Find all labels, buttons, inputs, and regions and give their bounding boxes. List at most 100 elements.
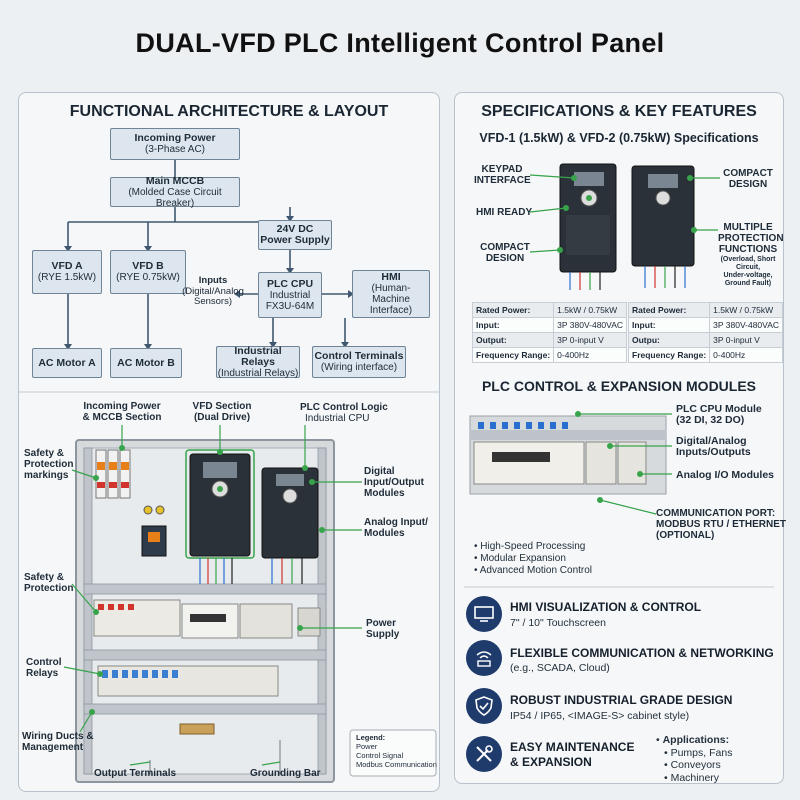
spec-value: 0-400Hz <box>709 347 784 363</box>
motor-b-block: AC Motor B <box>110 348 182 378</box>
main-mccb-sub: (Molded Case Circuit Breaker) <box>128 186 222 209</box>
vfd-b-title: VFD B <box>132 260 164 272</box>
list-item: • Advanced Motion Control <box>474 565 593 576</box>
page-title: DUAL-VFD PLC Intelligent Control Panel <box>135 28 665 58</box>
architecture-header: FUNCTIONAL ARCHITECTURE & LAYOUT <box>69 103 389 120</box>
vfd-a-title: VFD A <box>51 260 83 272</box>
network-icon <box>466 640 502 676</box>
callout-vfd-section: VFD Section (Dual Drive) <box>192 401 252 423</box>
spec-key: Frequency Range: <box>627 347 711 363</box>
spec-value: 3P 380V-480VAC <box>709 317 784 333</box>
vfd-a-block: VFD A (RYE 1.5kW) <box>32 250 102 294</box>
spec-key: Rated Power: <box>471 302 555 318</box>
callout-safety-markings: Safety & Protection markings <box>24 448 74 481</box>
application-item-0: Pumps, Fans <box>670 746 733 759</box>
hmi-block: HMI (Human-Machine Interface) <box>352 270 430 318</box>
psu-sub: Power Supply <box>260 234 330 246</box>
hmi-title: HMI <box>381 271 401 283</box>
legend-item-power: Power <box>356 742 378 751</box>
callout-incoming-mccb: Incoming Power & MCCB Section <box>82 401 162 423</box>
callout-safety-protection: Safety & Protection <box>24 572 74 594</box>
inputs-sub1: (Digital/Analog <box>182 285 244 297</box>
specs-subheader: VFD-1 (1.5kW) & VFD-2 (0.75kW) Specifica… <box>479 131 759 145</box>
incoming-power-sub: (3-Phase AC) <box>144 144 206 155</box>
callout-plc-sub: Industrial CPU <box>305 413 370 424</box>
feature-title-maintenance: EASY MAINTENANCE & EXPANSION <box>510 740 635 769</box>
motor-a-title: AC Motor A <box>38 356 96 369</box>
spec-value: 3P 0-input V <box>553 332 628 348</box>
plc-cpu-block: PLC CPU Industrial FX3U-64M <box>258 272 322 318</box>
callout-control-relays: Control Relays <box>26 657 62 679</box>
shield-icon <box>466 688 502 724</box>
callout-wiring-ducts: Wiring Ducts & Management <box>22 731 94 753</box>
label-digital-analog-io: Digital/Analog Inputs/Outputs <box>676 435 751 458</box>
specs-header: SPECIFICATIONS & KEY FEATURES <box>481 103 757 120</box>
applications-title: Applications: <box>662 734 730 746</box>
spec-value: 1.5kW / 0.75kW <box>553 302 628 318</box>
plc-bullet-1: Modular Expansion <box>480 553 566 564</box>
table-row: Rated Power:1.5kW / 0.75kW <box>627 302 784 318</box>
callout-grounding-bar: Grounding Bar <box>250 768 321 779</box>
list-item: • High-Speed Processing <box>474 541 586 552</box>
terminals-sub: (Wiring interface) <box>320 362 398 373</box>
application-item-1: Conveyors <box>670 759 721 771</box>
feature-sub-network: (e.g., SCADA, Cloud) <box>510 662 610 674</box>
plc-cpu-sub2: FX3U-64M <box>265 300 315 312</box>
relays-title: Industrial Relays <box>234 344 282 368</box>
feature-title-network: FLEXIBLE COMMUNICATION & NETWORKING <box>510 646 774 660</box>
label-keypad-interface: KEYPAD INTERFACE <box>474 164 531 186</box>
table-row: Frequency Range:0-400Hz <box>627 347 784 363</box>
label-plc-cpu-module: PLC CPU Module (32 DI, 32 DO) <box>676 403 762 426</box>
label-analog-io-modules: Analog I/O Modules <box>676 469 775 481</box>
psu-title: 24V DC <box>276 223 314 235</box>
list-item: • Machinery <box>664 771 720 784</box>
motor-b-title: AC Motor B <box>117 356 175 369</box>
applications-list: • Applications: • Pumps, Fans • Conveyor… <box>656 734 732 784</box>
legend-item-control: Control Signal <box>356 751 404 760</box>
feature-sub-hmi: 7" / 10" Touchscreen <box>510 617 606 629</box>
vfd-b-block: VFD B (RYE 0.75kW) <box>110 250 186 294</box>
spec-table-vfd-2: Rated Power:1.5kW / 0.75kW Input:3P 380V… <box>627 302 784 363</box>
plc-cpu-title: PLC CPU <box>266 277 314 290</box>
psu-block: 24V DC Power Supply <box>258 220 332 250</box>
hmi-sub2: Interface) <box>369 305 413 316</box>
callout-plc-logic: PLC Control Logic <box>300 402 388 413</box>
label-compact-design: COMPACT DESIGN <box>723 168 773 190</box>
table-row: Output:3P 0-input V <box>471 332 628 348</box>
application-item-2: Machinery <box>670 771 720 784</box>
spec-key: Frequency Range: <box>471 347 555 363</box>
plc-bullet-list: • High-Speed Processing • Modular Expans… <box>474 541 592 577</box>
feature-sub-robust: IP54 / IP65, <IMAGE-S> cabinet style) <box>510 710 690 722</box>
spec-value: 1.5kW / 0.75kW <box>709 302 784 318</box>
plc-cpu-sub1: Industrial <box>269 289 311 301</box>
legend-title: Legend: <box>356 733 386 742</box>
relays-block: Industrial Relays (Industrial Relays) <box>216 344 300 379</box>
incoming-power-title: Incoming Power <box>134 132 216 144</box>
label-multiple-protection-sub: (Overload, Short Circuit, Under-voltage,… <box>720 256 776 287</box>
incoming-power-block: Incoming Power (3-Phase AC) <box>110 128 240 160</box>
terminals-title: Control Terminals <box>314 350 404 362</box>
list-item: • Pumps, Fans <box>664 746 733 759</box>
vfd-a-sub: (RYE 1.5kW) <box>37 272 97 283</box>
callout-digital-io: Digital Input/Output Modules <box>364 466 424 499</box>
callout-analog-io: Analog Input/ Modules <box>364 517 428 539</box>
list-item: • Conveyors <box>664 759 721 771</box>
terminals-block: Control Terminals (Wiring interface) <box>312 346 406 378</box>
label-hmi-ready: HMI READY <box>476 207 533 218</box>
label-communication-port: COMMUNICATION PORT: MODBUS RTU / ETHERNE… <box>656 508 786 541</box>
label-compact-desion: COMPACT DESION <box>480 242 530 264</box>
hmi-sub1: (Human-Machine <box>371 283 411 305</box>
relays-sub: (Industrial Relays) <box>217 367 299 379</box>
label-multiple-protection: MULTIPLE PROTECTION FUNCTIONS <box>718 222 784 255</box>
callout-output-terminals: Output Terminals <box>94 768 177 779</box>
plc-header: PLC CONTROL & EXPANSION MODULES <box>481 378 757 394</box>
spec-key: Outpu: <box>627 332 711 348</box>
tools-icon <box>466 736 502 772</box>
spec-table-vfd-1: Rated Power:1.5kW / 0.75kW Input:3P 380V… <box>471 302 628 363</box>
legend: Legend: Power Control Signal Modbus Comm… <box>356 733 437 769</box>
spec-value: 0-400Hz <box>553 347 628 363</box>
